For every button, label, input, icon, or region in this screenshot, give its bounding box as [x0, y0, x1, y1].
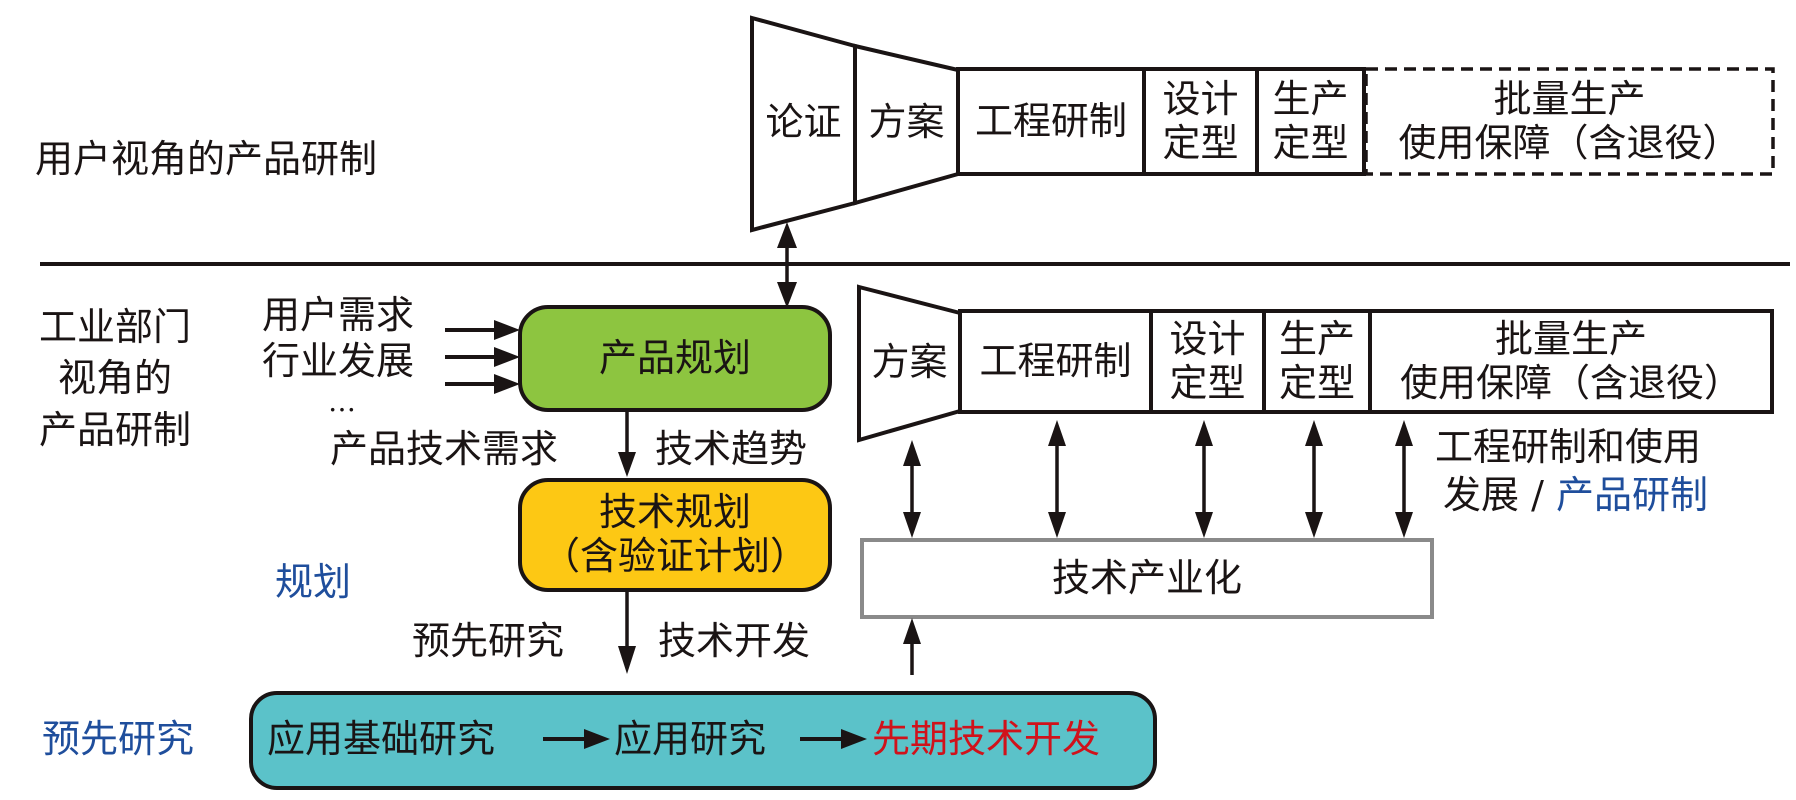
double-arrow-mass — [1395, 420, 1413, 538]
product-tech-demand-label: 产品技术需求 — [330, 427, 559, 471]
user-stage-mass-label: 批量生产 使用保障（含退役） — [1366, 69, 1773, 174]
arrow-preresearch-to-industrialization — [903, 618, 921, 675]
double-arrow-engineering — [1048, 420, 1066, 538]
arrow-product-to-tech — [618, 410, 636, 477]
user-stage-design-finalize — [1142, 67, 1259, 176]
product-planning-box — [518, 305, 832, 412]
input-arrow-2 — [445, 347, 520, 367]
stage-text-line1: 设计 — [1169, 316, 1246, 361]
box-text-line2: （含验证计划） — [541, 534, 808, 578]
industry-stage-design-finalize — [1149, 309, 1266, 414]
pre-research-step-advanced-tech: 先期技术开发 — [872, 717, 1101, 761]
industry-stage-design-label: 设计 定型 — [1151, 311, 1264, 412]
input-arrow-3 — [445, 374, 520, 394]
double-arrow-top — [777, 222, 797, 308]
stage-text-line1: 生产 — [1278, 316, 1355, 361]
stage-text-line1: 批量生产 — [1494, 316, 1647, 361]
stage-text-line2: 使用保障（含退役） — [1399, 360, 1742, 405]
stage-text-line2: 定型 — [1169, 360, 1246, 405]
user-stage-production-finalize — [1255, 67, 1366, 176]
step-arrow-2 — [800, 729, 867, 749]
note-text-black: 发展 / — [1443, 473, 1556, 517]
tech-planning-box — [518, 478, 832, 592]
user-stage-production-label: 生产 定型 — [1257, 69, 1364, 174]
planning-label: 规划 — [275, 560, 352, 604]
box-text-line1: 技术规划 — [598, 490, 751, 535]
label-line: 产品研制 — [38, 407, 191, 452]
box-text: 技术产业化 — [1051, 555, 1242, 600]
user-stage-design-label: 设计 定型 — [1144, 69, 1257, 174]
engineering-note-line1: 工程研制和使用 — [1435, 425, 1702, 469]
pre-research-flow-label: 预先研究 — [412, 619, 565, 663]
industry-stage-fangan-label: 方案 — [859, 312, 960, 413]
user-stage-engineering-label: 工程研制 — [958, 69, 1144, 174]
pre-research-label: 预先研究 — [42, 717, 195, 761]
double-arrow-design — [1195, 420, 1213, 538]
industry-stage-engineering — [958, 309, 1153, 414]
label-line: 视角的 — [57, 356, 172, 401]
user-stage-engineering — [956, 67, 1146, 176]
double-arrow-fangan — [903, 440, 921, 538]
stage-text-line1: 设计 — [1162, 76, 1239, 121]
user-stage-lunzheng-label: 论证 — [752, 70, 855, 175]
note-text-blue: 产品研制 — [1555, 473, 1708, 517]
product-planning-label: 产品规划 — [520, 307, 830, 410]
pre-research-step-applied: 应用研究 — [614, 717, 767, 761]
industry-stage-mass-production — [1368, 309, 1774, 414]
stage-text: 工程研制 — [974, 98, 1127, 143]
double-arrow-production — [1305, 420, 1323, 538]
pre-research-step-applied-basic: 应用基础研究 — [267, 717, 496, 761]
pre-research-box — [249, 691, 1157, 790]
tech-development-label: 技术开发 — [658, 619, 811, 663]
user-perspective-label: 用户视角的产品研制 — [35, 137, 378, 181]
engineering-note-line2: 发展 / 产品研制 — [1443, 476, 1708, 514]
input-industry-development: 行业发展 — [262, 339, 415, 383]
tech-planning-label: 技术规划 （含验证计划） — [520, 480, 830, 590]
stage-text-line2: 定型 — [1162, 120, 1239, 165]
stage-text-line1: 批量生产 — [1493, 76, 1646, 121]
industry-stage-production-label: 生产 定型 — [1264, 311, 1370, 412]
stage-text: 论证 — [765, 99, 842, 144]
input-ellipsis: … — [328, 385, 356, 418]
arrow-tech-to-preresearch — [618, 590, 636, 674]
label-line: 工业部门 — [38, 305, 191, 349]
stage-text-line2: 定型 — [1272, 120, 1349, 165]
industry-stage-engineering-label: 工程研制 — [960, 311, 1151, 412]
stage-text-line2: 定型 — [1278, 360, 1355, 405]
user-stage-fangan-label: 方案 — [855, 70, 958, 175]
box-text: 产品规划 — [598, 335, 751, 380]
stage-text-line1: 生产 — [1272, 76, 1349, 121]
tech-trend-label: 技术趋势 — [655, 427, 808, 471]
step-arrow-1 — [543, 729, 610, 749]
tech-industrialization-label: 技术产业化 — [862, 540, 1432, 617]
stage-text: 方案 — [868, 99, 945, 144]
tech-industrialization-box — [860, 538, 1434, 619]
input-user-demand: 用户需求 — [262, 293, 415, 337]
stage-text-line2: 使用保障（含退役） — [1398, 120, 1741, 165]
input-arrow-1 — [445, 320, 520, 340]
user-stage-mass-production — [1364, 67, 1775, 176]
industry-perspective-label: 工业部门 视角的 产品研制 — [30, 302, 200, 456]
stage-text: 工程研制 — [979, 338, 1132, 383]
industry-stage-mass-label: 批量生产 使用保障（含退役） — [1370, 311, 1772, 412]
stage-text: 方案 — [871, 339, 948, 384]
